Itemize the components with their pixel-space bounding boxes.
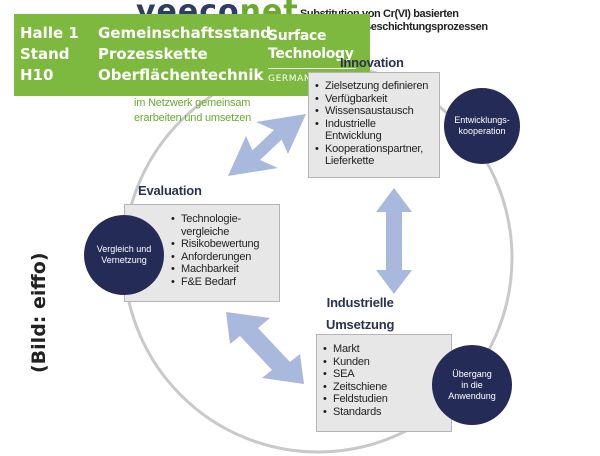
heading-innovation: Innovation <box>340 55 404 70</box>
circle-label: Übergang in die Anwendung <box>448 368 496 401</box>
innovation-item: Industrielle Entwicklung <box>315 118 428 143</box>
umsetzung-item: Feldstudien <box>323 393 388 406</box>
network-tagline: im Netzwerk gemeinsam erarbeiten und ums… <box>134 97 252 124</box>
evaluation-item: Risikobewertung <box>171 238 260 251</box>
innovation-item: Zielsetzung definieren <box>315 80 428 93</box>
evaluation-item: Machbarkeit <box>171 263 259 276</box>
logo-surface: Surface <box>268 28 327 44</box>
evaluation-item: Technologie- vergleiche <box>171 213 259 238</box>
arrow-evaluation-innovation <box>228 114 306 176</box>
umsetzung-item: Kunden <box>323 356 388 369</box>
logo-germany: GERMANY <box>268 74 318 84</box>
arrow-innovation-umsetzung <box>376 188 412 294</box>
circle-label: Entwicklungs- kooperation <box>454 115 510 136</box>
innovation-list: Zielsetzung definieren Verfügbarkeit Wis… <box>315 80 428 168</box>
evaluation-list: Technologie- vergleiche Risikobewertung … <box>171 213 260 289</box>
surface-technology-logo: Surface Technology GERMANY <box>262 24 362 90</box>
umsetzung-item: Zeitschiene <box>323 381 388 394</box>
umsetzung-item: Standards <box>323 406 388 419</box>
banner-booth-description: Gemeinschaftsstand Prozesskette Oberfläc… <box>98 24 271 84</box>
innovation-item: Verfügbarkeit <box>315 93 428 106</box>
logo-technology: Technology <box>268 46 354 62</box>
logo-divider <box>268 68 356 69</box>
heading-evaluation: Evaluation <box>138 183 202 198</box>
evaluation-box: Technologie- vergleiche Risikobewertung … <box>124 204 280 302</box>
umsetzung-item: Markt <box>323 343 388 356</box>
banner-hall-stand: Halle 1 Stand H10 <box>20 24 79 84</box>
circle-uebergang-anwendung: Übergang in die Anwendung <box>432 345 512 425</box>
arrow-evaluation-umsetzung <box>226 312 304 384</box>
evaluation-item: Anforderungen <box>171 251 259 264</box>
circle-vergleich-vernetzung: Vergleich und Vernetzung <box>84 215 164 295</box>
innovation-item: Wissensaustausch <box>315 105 428 118</box>
umsetzung-box: Markt Kunden SEA Zeitschiene Feldstudien… <box>316 334 452 432</box>
innovation-item: Kooperationspartner, Lieferkette <box>315 143 428 168</box>
trade-fair-banner: Halle 1 Stand H10 Gemeinschaftsstand Pro… <box>14 14 370 96</box>
umsetzung-item: SEA <box>323 368 388 381</box>
heading-industrielle-umsetzung: Industrielle Umsetzung <box>326 295 395 332</box>
circle-entwicklungskooperation: Entwicklungs- kooperation <box>444 88 520 164</box>
umsetzung-list: Markt Kunden SEA Zeitschiene Feldstudien… <box>323 343 388 418</box>
evaluation-item: F&E Bedarf <box>171 276 259 289</box>
innovation-box: Zielsetzung definieren Verfügbarkeit Wis… <box>308 72 440 178</box>
image-credit: (Bild: eiffo) <box>28 252 50 373</box>
circle-label: Vergleich und Vernetzung <box>96 244 152 265</box>
